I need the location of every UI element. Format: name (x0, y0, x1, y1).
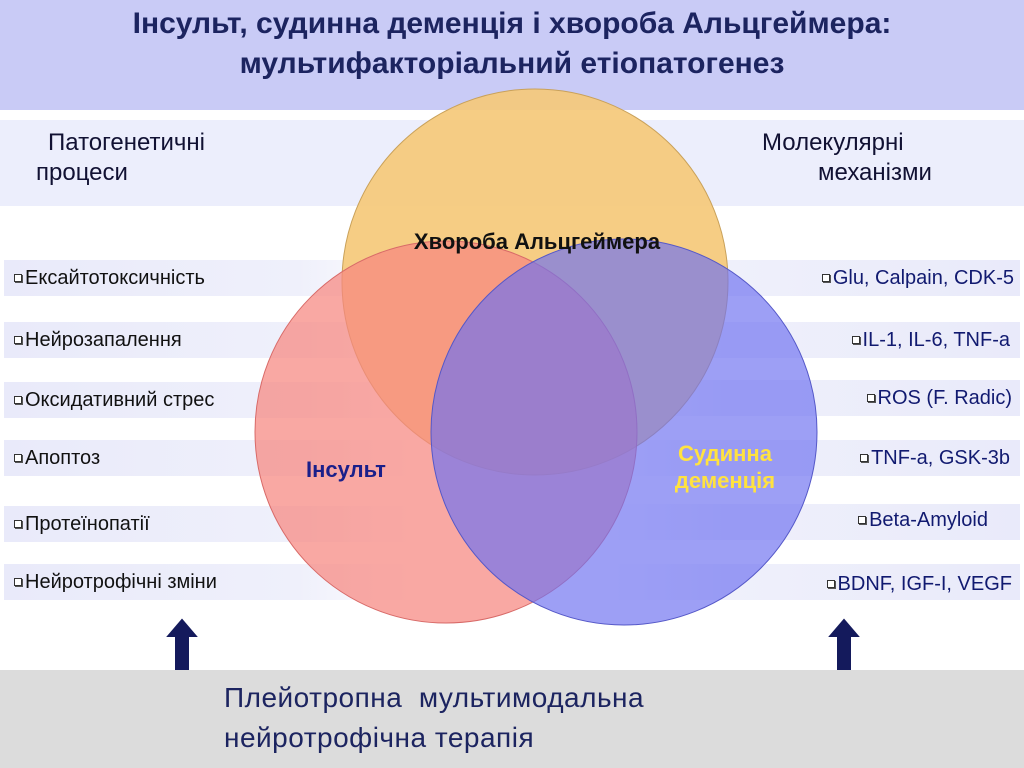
right-item: Beta-Amyloid (858, 508, 988, 532)
square-bullet-icon (826, 580, 835, 588)
square-bullet-icon (14, 520, 22, 528)
left-item: Нейрозапалення (14, 328, 182, 352)
right-item: IL-1, IL-6, TNF-a (851, 328, 1010, 352)
right-item-text: TNF-a, GSK-3b (871, 447, 1010, 469)
square-bullet-icon (14, 336, 22, 344)
title-line-2: мультифакторіальний етіопатогенез (239, 47, 785, 80)
right-item: Glu, Calpain, CDK-5 (821, 266, 1014, 290)
right-item: ROS (F. Radic) (866, 386, 1012, 410)
square-bullet-icon (14, 396, 22, 404)
right-column-header: Молекулярні механізми (762, 128, 932, 188)
left-item: Ексайтотоксичність (14, 266, 205, 290)
right-item-text: BDNF, IGF-I, VEGF (837, 573, 1012, 595)
left-column-header: Патогенетичні процеси (36, 128, 205, 188)
right-header-line-2: механізми (818, 159, 932, 186)
left-item-text: Ексайтотоксичність (25, 267, 205, 289)
square-bullet-icon (858, 516, 867, 524)
left-item: Протеїнопатії (14, 512, 150, 536)
left-item-text: Оксидативний стрес (25, 389, 215, 411)
left-item-text: Нейротрофічні зміни (25, 571, 217, 593)
left-item: Апоптоз (14, 446, 100, 470)
square-bullet-icon (866, 394, 875, 402)
bottom-band (0, 670, 1024, 768)
square-bullet-icon (860, 454, 869, 462)
left-item-text: Нейрозапалення (25, 329, 182, 351)
right-item-text: IL-1, IL-6, TNF-a (862, 329, 1010, 351)
left-item-text: Протеїнопатії (25, 513, 150, 535)
title-line-1: Інсульт, судинна деменція і хвороба Альц… (132, 7, 892, 40)
left-header-line-2: процеси (36, 159, 128, 186)
vascular-label-line-2: деменція (674, 468, 776, 493)
square-bullet-icon (851, 336, 860, 344)
left-item: Нейротрофічні зміни (14, 570, 217, 594)
right-header-line-1: Молекулярні (762, 129, 904, 156)
right-item-text: Glu, Calpain, CDK-5 (832, 267, 1014, 289)
right-item: BDNF, IGF-I, VEGF (826, 572, 1012, 596)
stroke-label: Інсульт (306, 457, 386, 482)
right-item-text: ROS (F. Radic) (877, 387, 1012, 409)
therapy-caption: Плейотропна мультимодальна нейротрофічна… (224, 678, 644, 758)
therapy-line-1: Плейотропна мультимодальна (224, 682, 645, 713)
vascular-dementia-circle (430, 238, 818, 626)
left-header-line-1: Патогенетичні (48, 129, 206, 156)
alzheimer-label: Хвороба Альцгеймера (413, 229, 661, 254)
square-bullet-icon (14, 454, 22, 462)
square-bullet-icon (14, 274, 22, 282)
vascular-dementia-label: Судинна деменція (640, 440, 810, 494)
square-bullet-icon (821, 274, 830, 282)
right-item-text: Beta-Amyloid (869, 509, 988, 531)
left-item-text: Апоптоз (25, 447, 101, 469)
therapy-line-2: нейротрофічна терапія (224, 722, 535, 753)
left-item: Оксидативний стрес (14, 388, 214, 412)
vascular-label-line-1: Судинна (678, 441, 772, 466)
right-item: TNF-a, GSK-3b (860, 446, 1010, 470)
slide-title: Інсульт, судинна деменція і хвороба Альц… (0, 4, 1024, 84)
square-bullet-icon (14, 578, 22, 586)
